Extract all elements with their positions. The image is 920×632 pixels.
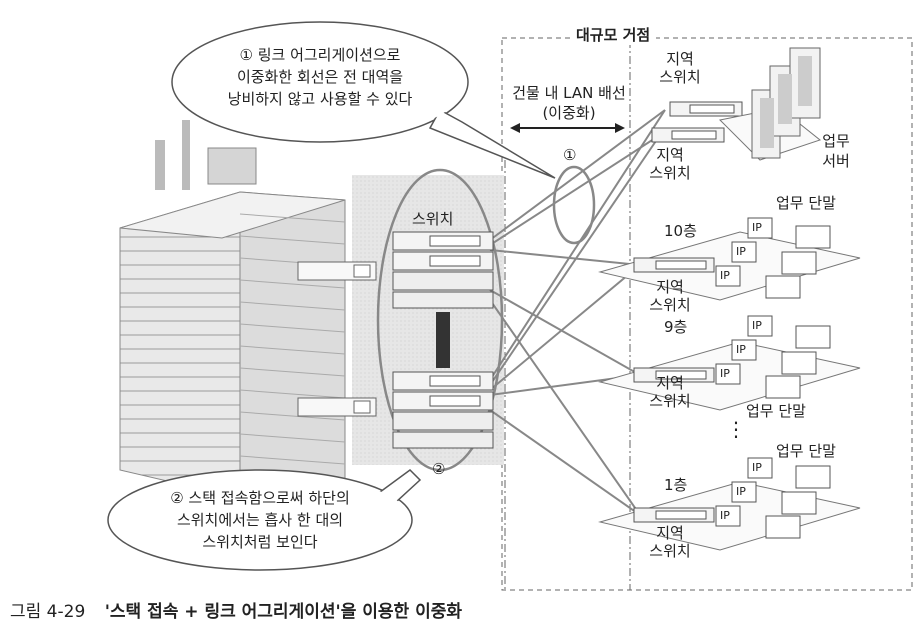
floor-1-label: 1층 — [664, 476, 688, 494]
terminal-label-10: 업무 단말 — [776, 194, 836, 212]
uplink-cables — [489, 109, 666, 516]
ip-phone-label: IP — [752, 221, 762, 234]
ip-phone-label: IP — [736, 343, 746, 356]
region-switch-label-top-b-line2: 스위치 — [649, 164, 691, 182]
region-switch-label-1-line2: 스위치 — [649, 542, 691, 560]
lan-arrow — [510, 123, 625, 133]
stack-cable — [436, 312, 450, 368]
ip-phone-label: IP — [752, 461, 762, 474]
region-switch-label-10-line2: 스위치 — [649, 296, 691, 314]
floor-9-label: 9층 — [664, 318, 688, 336]
figure-number: 그림 4-29 — [10, 602, 86, 622]
region-switch-top-2 — [651, 127, 725, 143]
core-switch-lower — [392, 371, 494, 449]
core-switch-label: 스위치 — [412, 210, 454, 228]
ip-phone-label: IP — [736, 245, 746, 258]
callout-2-text: ② 스택 접속함으로써 하단의 스위치에서는 흡사 한 대의 스위치처럼 보인다 — [124, 487, 396, 553]
callout-1-line-3: 낭비하지 않고 사용할 수 있다 — [227, 90, 413, 108]
server-label-line1: 업무 — [822, 132, 850, 150]
figure-title: '스택 접속 + 링크 어그리게이션'을 이용한 이중화 — [104, 602, 463, 622]
callout-1-text: ① 링크 어그리게이션으로 이중화한 회선은 전 대역을 낭비하지 않고 사용할… — [184, 44, 456, 110]
terminal-label-1: 업무 단말 — [776, 442, 836, 460]
terminal-label-9: 업무 단말 — [746, 402, 806, 420]
server-rack — [718, 47, 822, 161]
marker-2: ② — [432, 460, 446, 478]
building-illustration — [119, 120, 377, 511]
region-switch-label-top-a-line2: 스위치 — [659, 68, 701, 86]
callout-1-line-1: ① 링크 어그리게이션으로 — [239, 46, 401, 64]
callout-bubble-2 — [107, 469, 422, 571]
server-label-line2: 서버 — [822, 152, 850, 170]
ip-phone-label: IP — [720, 367, 730, 380]
ip-phone-label: IP — [720, 509, 730, 522]
callout-2-line-3: 스위치처럼 보인다 — [202, 533, 318, 551]
ip-phone-label: IP — [720, 269, 730, 282]
lan-label-line-2: (이중화) — [542, 104, 596, 122]
callout-2-line-1: ② 스택 접속함으로써 하단의 — [170, 489, 350, 507]
floor-10 — [598, 217, 861, 301]
callout-1-line-2: 이중화한 회선은 전 대역을 — [236, 68, 404, 86]
link-aggregation-ellipse — [552, 165, 596, 245]
ellipsis-vertical: ⋮ — [726, 417, 746, 441]
region-switch-label-10-line1: 지역 — [656, 278, 684, 296]
floor-1 — [598, 457, 861, 551]
region-switch-label-top-a-line1: 지역 — [666, 50, 694, 68]
region-switch-label-9-line1: 지역 — [656, 374, 684, 392]
ip-phone-label: IP — [752, 319, 762, 332]
region-switch-label-top-b-line1: 지역 — [656, 146, 684, 164]
floor-9 — [598, 315, 861, 411]
callout-2-line-2: 스위치에서는 흡사 한 대의 — [176, 511, 344, 529]
callout-bubble-1 — [171, 21, 556, 179]
stack-ellipse — [376, 168, 504, 472]
site-label: 대규모 거점 — [570, 24, 657, 45]
core-switch-upper — [392, 231, 494, 309]
marker-1: ① — [563, 146, 577, 164]
region-switch-top-1 — [669, 101, 743, 117]
lan-label-line-1: 건물 내 LAN 배선 — [512, 84, 626, 102]
ip-phone-label: IP — [736, 485, 746, 498]
floor-10-label: 10층 — [664, 222, 697, 240]
region-switch-label-9-line2: 스위치 — [649, 392, 691, 410]
figure-caption: 그림 4-29 '스택 접속 + 링크 어그리게이션'을 이용한 이중화 — [10, 597, 462, 622]
region-switch-label-1-line1: 지역 — [656, 524, 684, 542]
